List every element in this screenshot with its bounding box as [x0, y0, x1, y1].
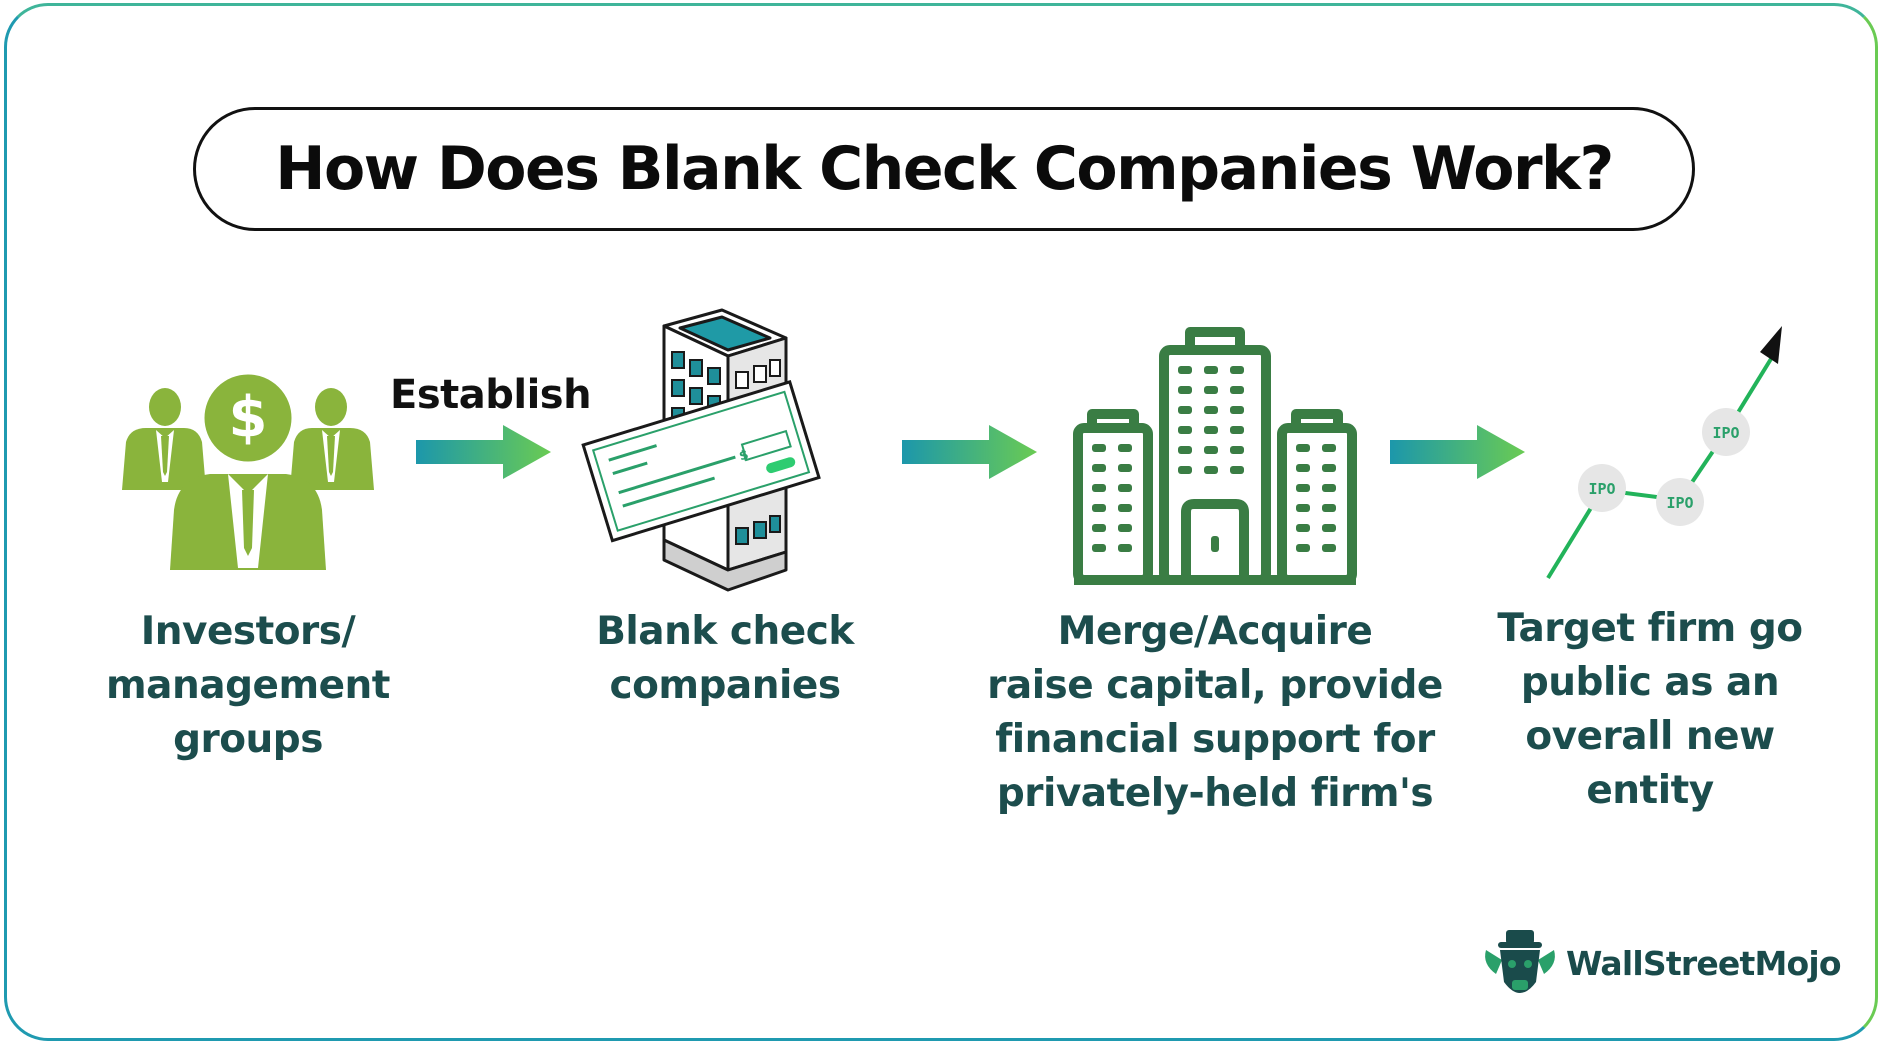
wallstreetmojo-logo-icon [1485, 930, 1555, 993]
step-1-line-1: Investors/ [140, 609, 356, 654]
step-1-line-3: groups [173, 717, 323, 762]
investors-icon: $ [122, 369, 374, 570]
building-with-cheque-icon: $ [581, 308, 821, 592]
step-4-line-3: overall new [1525, 714, 1775, 759]
ipo-node-2-label: IPO [1666, 494, 1693, 512]
page-title: How Does Blank Check Companies Work? [275, 134, 1614, 204]
step-4-line-1: Target firm go [1497, 606, 1803, 651]
step-3-line-2: raise capital, provide [987, 663, 1443, 708]
establish-label: Establish [390, 372, 592, 418]
step-4-label: Target firm go public as an overall new … [1490, 602, 1810, 818]
step-2-label: Blank check companies [570, 605, 880, 713]
ipo-node-3-label: IPO [1712, 424, 1739, 442]
arrow-3-icon [1390, 425, 1525, 479]
step-2-line-1: Blank check [596, 609, 854, 654]
brand-name: WallStreetMojo [1566, 944, 1842, 983]
step-3-line-1: Merge/Acquire [1057, 609, 1373, 654]
ipo-node-1-label: IPO [1588, 480, 1615, 498]
step-3-label: Merge/Acquire raise capital, provide fin… [975, 605, 1455, 821]
step-1-line-2: management [106, 663, 390, 708]
arrow-1-icon [416, 425, 551, 479]
outer-frame [4, 3, 1878, 1041]
step-1-label: Investors/ management groups [88, 605, 408, 767]
city-buildings-icon [1073, 327, 1357, 585]
step-3-line-3: financial support for [995, 717, 1435, 762]
step-4-line-2: public as an [1520, 660, 1780, 705]
step-3-line-4: privately-held firm's [996, 771, 1434, 816]
title-banner: How Does Blank Check Companies Work? [193, 107, 1695, 231]
cheque-currency-symbol: $ [737, 447, 750, 464]
arrow-2-icon [902, 425, 1037, 479]
ipo-growth-icon: IPO IPO IPO [1546, 326, 1782, 580]
step-4-line-4: entity [1586, 768, 1714, 813]
svg-text:$: $ [229, 385, 268, 450]
step-2-line-2: companies [609, 663, 841, 708]
